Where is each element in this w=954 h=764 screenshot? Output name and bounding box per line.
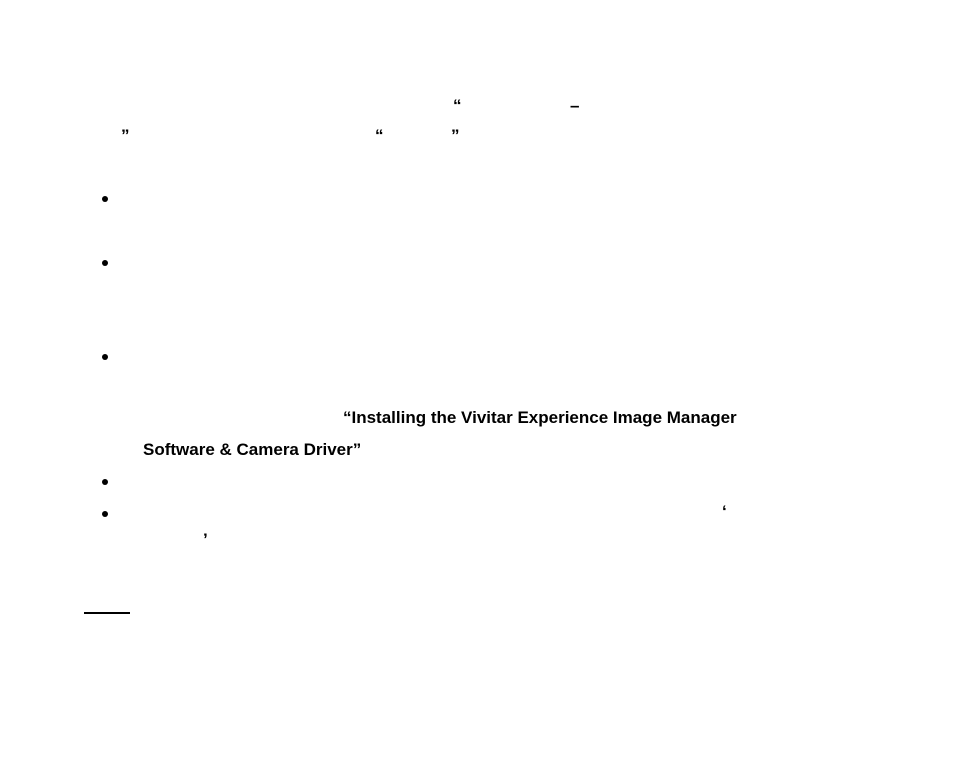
intro-close-quote: ” [121,126,130,145]
last-bullet-close-quote: ’ [203,530,208,549]
bullet-dot [102,354,108,360]
section-reference-line-1: “Installing the Vivitar Experience Image… [343,408,737,427]
intro-open-quote-2: “ [375,126,384,145]
intro-close-quote-2: ” [451,126,460,145]
bullet-dot [102,479,108,485]
bullet-dot [102,511,108,517]
intro-dash: – [570,96,580,115]
bullet-1 [101,189,109,209]
bullet-3 [101,347,109,367]
last-bullet-open-quote: ‘ [722,502,727,521]
note-heading-underline [84,612,130,614]
bullet-dot [102,260,108,266]
bullet-dot [102,196,108,202]
intro-open-quote: “ [453,96,462,115]
bullet-2 [101,253,109,273]
section-reference-line-2: Software & Camera Driver” [143,440,362,459]
bullet-4 [101,472,109,492]
bullet-5 [101,504,109,524]
